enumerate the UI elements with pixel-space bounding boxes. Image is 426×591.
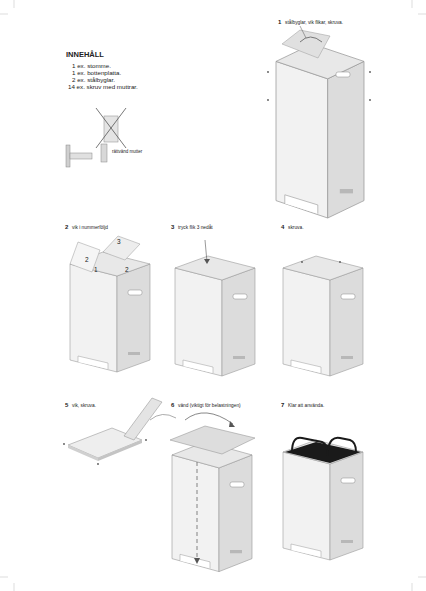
callout-number: 3 [117, 238, 121, 245]
step-number: 4 [281, 224, 284, 231]
contents-item: 1 ex. stomme. [72, 63, 111, 70]
step-number: 3 [171, 224, 174, 231]
callout-number: 2 [85, 256, 89, 263]
contents-item: 1 ex. bottenplatta. [72, 70, 121, 77]
step-number: 5 [65, 402, 68, 409]
step-text: vik i nummerföljd [72, 225, 108, 230]
contents-item: 14 ex. skruv med muttrar. [68, 84, 138, 91]
contents-item: 2 ex. stålbyglar. [72, 77, 115, 84]
step-text: Klar att använda. [288, 403, 324, 408]
step-number: 2 [65, 224, 68, 231]
step-number: 7 [281, 402, 284, 409]
contents-heading: INNEHÅLL [66, 51, 104, 59]
part-note: rättvänd mutter [112, 150, 142, 155]
step-text: tryck flik 3 nedåt [178, 225, 213, 230]
callout-number: 2 [125, 266, 129, 273]
step-text: vänd (viktigt för belastningen) [178, 403, 241, 408]
step-number: 1 [278, 19, 281, 26]
callout-number: 1 [94, 266, 98, 273]
step-text: vik, skruva. [72, 403, 96, 408]
step-text: skruva. [288, 225, 303, 230]
step-text: stålbyglar, vik flikar, skruva. [285, 20, 343, 25]
step-number: 6 [171, 402, 174, 409]
